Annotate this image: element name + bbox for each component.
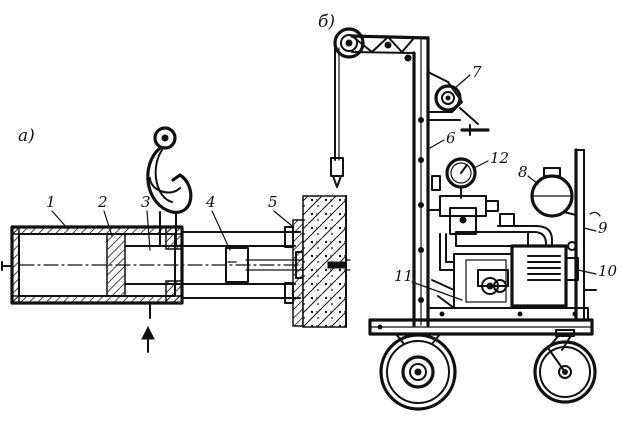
hoist-rope [330,44,344,188]
hydraulic-pipes [439,225,553,271]
left-wheel [379,333,457,411]
callout-11: 11 [394,267,413,285]
jib-boom [350,34,430,327]
crane-hook [146,126,193,247]
callout-3: 3 [141,193,151,211]
top-pulley [333,27,365,59]
callout-7: 7 [472,63,482,81]
winch [427,71,490,136]
callout-6: 6 [446,129,456,147]
cylinder-head [165,226,183,304]
callout-9: 9 [598,219,608,237]
panel-b-mobile-unit: б) [318,12,618,411]
panel-a-label: а) [18,126,35,146]
callout-4: 4 [205,193,216,211]
panel-a-callouts: 1 2 3 4 5 [46,193,293,251]
callout-1: 1 [46,193,56,211]
callout-12: 12 [490,149,509,167]
piston-rod [19,245,331,285]
concrete-wall [302,195,347,328]
hydraulic-pump [431,253,513,309]
right-caster-wheel [533,329,597,404]
oil-inlet-arrow [141,302,156,353]
callout-8: 8 [518,163,528,181]
panel-b-callouts: 6 7 8 9 10 11 12 [394,63,618,301]
callout-10: 10 [598,262,618,280]
pressure-gauge [445,157,477,199]
oil-tank [530,148,585,322]
chassis-frame [368,307,594,336]
callout-5: 5 [268,193,278,211]
panel-b-label: б) [318,12,335,32]
panel-a-cylinder-diagram: а) [1,126,351,353]
valve-block [427,175,515,235]
callout-2: 2 [97,193,108,211]
